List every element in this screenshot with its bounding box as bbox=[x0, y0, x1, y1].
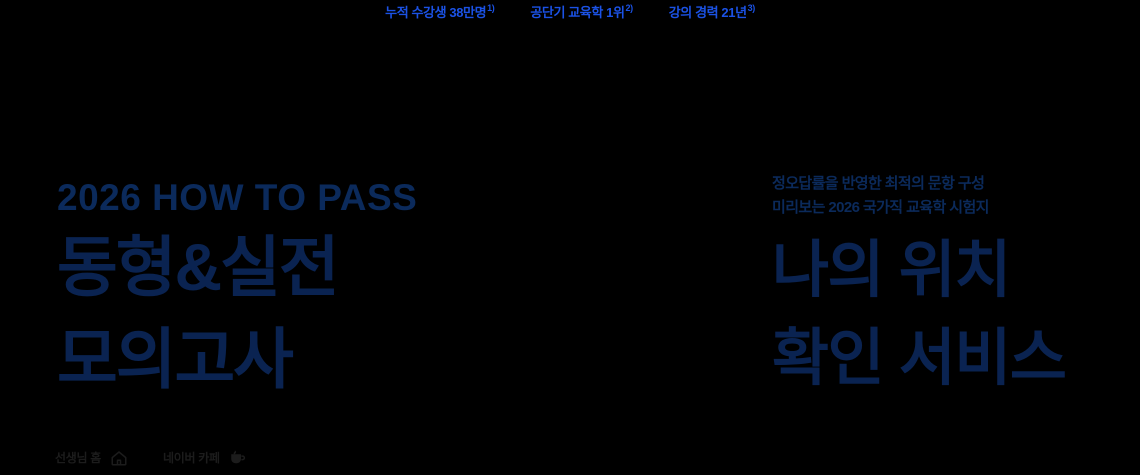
naver-cafe-label: 네이버 카페 bbox=[163, 451, 220, 465]
badge-label: 강의 경력 21년 bbox=[668, 5, 747, 20]
badge-label: 누적 수강생 38만명 bbox=[385, 5, 487, 20]
home-icon bbox=[109, 448, 129, 468]
badge-footnote: 2) bbox=[625, 3, 634, 13]
hero-title-line-2: 모의고사 bbox=[57, 322, 294, 396]
hero-right-subtitle-2: 미리보는 2026 국가직 교육학 시험지 bbox=[772, 199, 989, 216]
hero-right-subtitle-1: 정오답률을 반영한 최적의 문항 구성 bbox=[772, 175, 985, 192]
badge-footnote: 1) bbox=[487, 3, 495, 13]
hero-right-title-line-1: 나의 위치 bbox=[772, 236, 1011, 305]
naver-cafe-link[interactable]: 네이버 카페 bbox=[163, 448, 248, 468]
teacher-home-link[interactable]: 선생님 홈 bbox=[55, 448, 129, 468]
badge-label: 공단기 교육학 1위 bbox=[530, 5, 625, 20]
link-row: 선생님 홈 네이버 카페 bbox=[55, 448, 248, 468]
teacher-home-label: 선생님 홈 bbox=[55, 451, 101, 465]
hero-title-line-1: 동형&실전 bbox=[57, 230, 340, 304]
badge-footnote: 3) bbox=[747, 3, 756, 13]
hero-eyebrow: 2026 HOW TO PASS bbox=[57, 177, 418, 218]
hero-right: 정오답률을 반영한 최적의 문항 구성 미리보는 2026 국가직 교육학 시험… bbox=[772, 172, 1140, 396]
hero-right-title-line-2: 확인 서비스 bbox=[772, 324, 1067, 393]
coffee-cup-icon bbox=[228, 448, 248, 468]
hero-left: 2026 HOW TO PASS 동형&실전 모의고사 bbox=[57, 176, 657, 398]
